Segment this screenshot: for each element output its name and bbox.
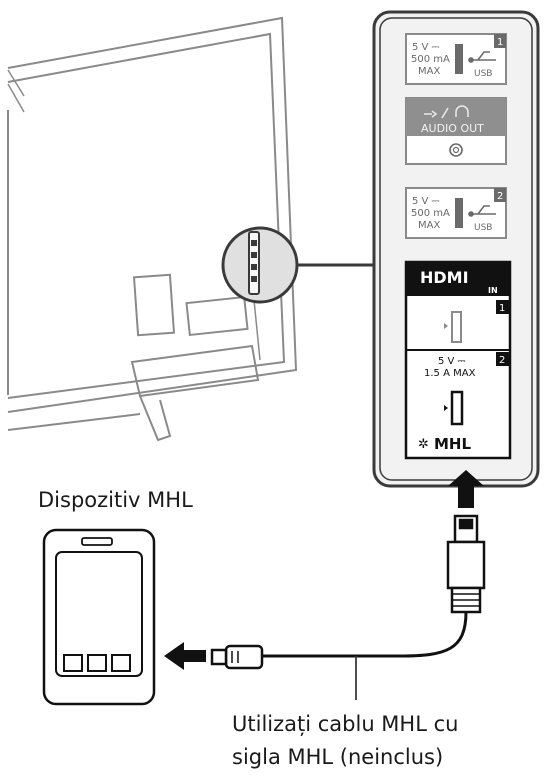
hdmi-in-label: IN [488, 286, 498, 295]
hdmi-block: HDMI IN 1 2 5 V ⎓ 1.5 A MAX ✲ MHL [404, 260, 512, 460]
usb2-rating-max: MAX [418, 220, 440, 231]
usb1-number: 1 [497, 37, 503, 48]
usb-icon [468, 51, 496, 63]
usb-port-1: 5 V ⎓ 500 mA MAX USB 1 [405, 33, 507, 85]
audio-out-label: AUDIO OUT [421, 122, 484, 135]
mhl-cable [262, 611, 468, 658]
usb1-rating-a: 500 mA [411, 54, 450, 65]
hdmi1-number: 1 [499, 303, 505, 314]
hdmi2-rating-v: 5 V ⎓ [438, 356, 466, 367]
hdmi-port-2-mhl: 2 5 V ⎓ 1.5 A MAX ✲ MHL [418, 352, 509, 453]
hdmi-port-1: 1 [444, 300, 509, 343]
usb1-rating-v: 5 V ⎓ [412, 42, 440, 53]
mhl-logo: MHL [434, 435, 471, 453]
usb1-rating-max: MAX [418, 66, 440, 77]
cable-note-line-1: Utilizați cablu MHL cu [232, 712, 459, 736]
usb1-label: USB [474, 69, 492, 79]
device-label: Dispozitiv MHL [38, 488, 193, 512]
usb-port-2: 5 V ⎓ 500 mA MAX USB 2 [405, 187, 507, 239]
usb-icon [468, 205, 496, 217]
mhl-star-icon: ✲ [418, 437, 429, 452]
audio-jack-icon [449, 143, 463, 157]
cable-note-line-2: sigla MHL (neinclus) [232, 745, 444, 769]
usb2-number: 2 [497, 191, 503, 202]
usb2-rating-v: 5 V ⎓ [412, 196, 440, 207]
headphone-icon [424, 105, 469, 119]
hdmi2-number: 2 [499, 355, 505, 366]
hdmi2-rating-a: 1.5 A MAX [424, 368, 476, 379]
usb2-label: USB [474, 223, 492, 233]
mhl-cable-plug [446, 514, 486, 614]
hdmi-logo: HDMI [420, 268, 469, 287]
zoom-circle [221, 226, 299, 304]
micro-usb-plug [210, 644, 264, 670]
cable-note: Utilizați cablu MHL cu sigla MHL (neincl… [232, 708, 458, 774]
insert-arrow [448, 470, 484, 508]
device-insert-arrow [164, 642, 206, 670]
audio-out-port: AUDIO OUT [405, 97, 507, 165]
usb2-rating-a: 500 mA [411, 208, 450, 219]
mhl-device-illustration [42, 528, 156, 706]
